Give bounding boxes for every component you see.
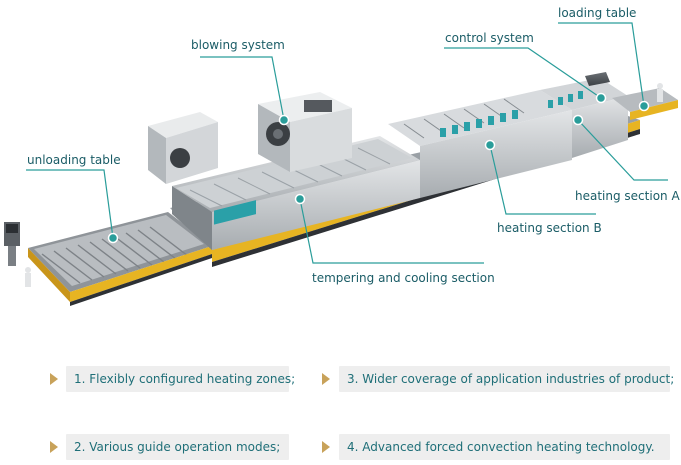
feature-item-2: 2. Various guide operation modes; [66, 434, 289, 460]
feature-item-1: 1. Flexibly configured heating zones; [66, 366, 295, 392]
feature-item-3: 3. Wider coverage of application industr… [339, 366, 674, 392]
feature-text: 4. Advanced forced convection heating te… [347, 440, 655, 454]
callout-dot-heating-a [572, 114, 584, 126]
callout-dot-loading [638, 100, 650, 112]
label-unloading-table: unloading table [27, 153, 121, 167]
unloading-table-graphic [28, 212, 212, 306]
callout-line-control [444, 47, 602, 99]
machine-illustration [4, 22, 678, 306]
feature-text: 2. Various guide operation modes; [74, 440, 281, 454]
callout-line-heating-b [489, 144, 596, 215]
heating-section-b-graphic [388, 90, 572, 198]
feature-text: 1. Flexibly configured heating zones; [74, 372, 296, 386]
bullet-arrow-icon [322, 441, 330, 453]
label-heating-section-a: heating section A [575, 189, 680, 203]
callout-line-loading [558, 22, 645, 107]
control-system-graphic [585, 72, 610, 86]
callout-dot-unloading [107, 232, 119, 244]
callout-dot-control [595, 92, 607, 104]
label-blowing-system: blowing system [191, 38, 285, 52]
callout-dot-blowing [278, 114, 290, 126]
label-tempering-cooling-section: tempering and cooling section [312, 271, 495, 285]
heating-section-a-graphic [540, 78, 628, 158]
label-loading-table: loading table [558, 6, 637, 20]
callout-line-unloading [26, 169, 114, 239]
callout-line-tempering [299, 198, 484, 264]
operator-figure-left [25, 267, 31, 287]
bullet-arrow-icon [50, 373, 58, 385]
bullet-arrow-icon [322, 373, 330, 385]
callout-line-heating-a [577, 119, 668, 181]
feature-text: 3. Wider coverage of application industr… [347, 372, 675, 386]
operator-console-graphic [4, 222, 20, 266]
callout-line-blowing [200, 56, 285, 121]
label-control-system: control system [445, 31, 534, 45]
callout-dot-heating-b [484, 139, 496, 151]
tempering-section-graphic [172, 136, 420, 250]
label-heating-section-b: heating section B [497, 221, 602, 235]
callout-dot-tempering [294, 193, 306, 205]
feature-item-4: 4. Advanced forced convection heating te… [339, 434, 670, 460]
bullet-arrow-icon [50, 441, 58, 453]
operator-figure-right [657, 83, 663, 102]
